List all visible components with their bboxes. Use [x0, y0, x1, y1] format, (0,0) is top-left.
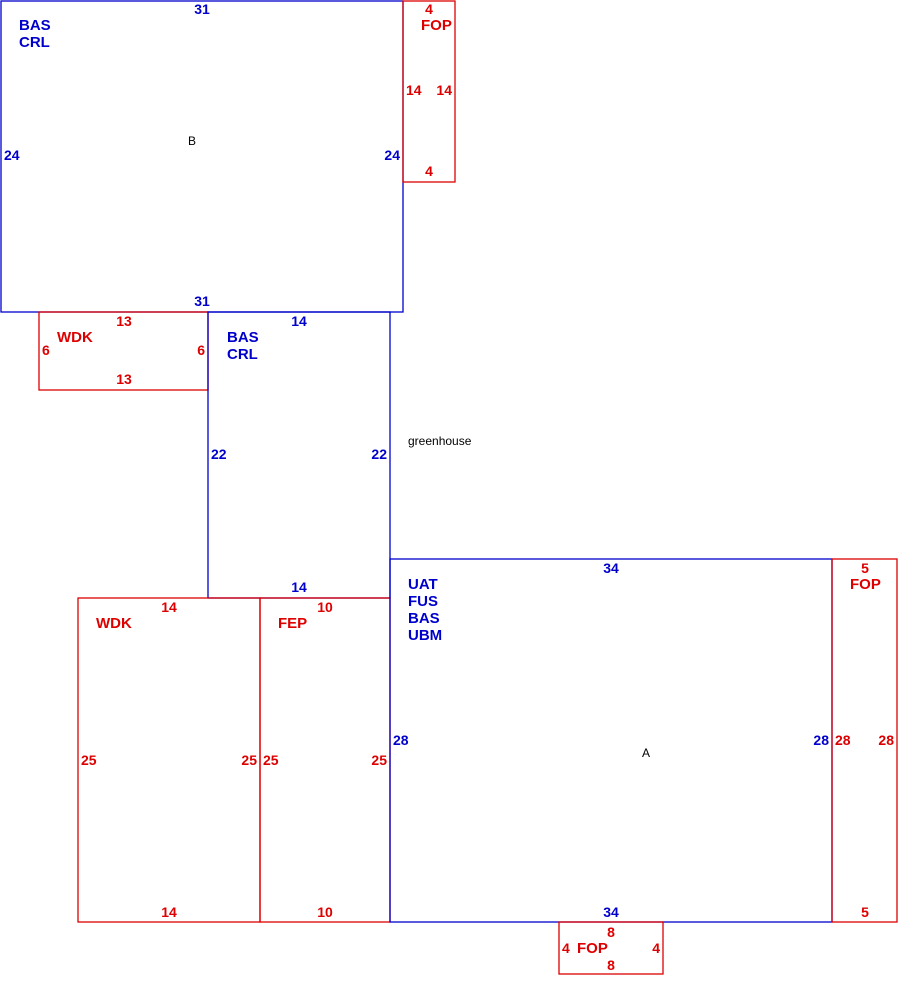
greenhouse-dim-right: 22	[371, 446, 387, 462]
building-a-dim-bottom: 34	[603, 904, 619, 920]
fop-top-dim-bottom: 4	[425, 163, 433, 179]
wdk-small-dim-right: 6	[197, 342, 205, 358]
fop-right-dim-left: 28	[835, 732, 851, 748]
building-b-code-1: BAS	[19, 17, 51, 34]
building-a-label: A	[642, 746, 650, 760]
fop-right-code: FOP	[850, 576, 881, 593]
fop-bottom-dim-right: 4	[652, 940, 660, 956]
fep-dim-right: 25	[371, 752, 387, 768]
fop-right-outline	[831, 558, 898, 923]
greenhouse-label: greenhouse	[408, 434, 472, 448]
fop-bottom-code: FOP	[577, 940, 608, 957]
greenhouse-code-2: CRL	[227, 346, 258, 363]
building-b-label: B	[188, 134, 196, 148]
fop-bottom-dim-bottom: 8	[607, 957, 615, 973]
building-b-dim-bottom: 31	[194, 293, 210, 309]
building-a-code-3: BAS	[408, 610, 440, 627]
building-b-dim-right: 24	[384, 147, 400, 163]
building-a-outline	[389, 558, 833, 923]
building-a-dim-left: 28	[393, 732, 409, 748]
wdk-large-dim-right: 25	[241, 752, 257, 768]
building-b-code-2: CRL	[19, 34, 50, 51]
building-a-code-4: UBM	[408, 627, 442, 644]
greenhouse-code-1: BAS	[227, 329, 259, 346]
wdk-large-dim-bottom: 14	[161, 904, 177, 920]
building-a-dim-top: 34	[603, 560, 619, 576]
fop-top-dim-top: 4	[425, 1, 433, 17]
building-a-dim-right: 28	[813, 732, 829, 748]
building-b-outline	[0, 0, 404, 313]
wdk-large-dim-top: 14	[161, 599, 177, 615]
fep-dim-top: 10	[317, 599, 333, 615]
wdk-small-dim-top: 13	[116, 313, 132, 329]
greenhouse-dim-left: 22	[211, 446, 227, 462]
fop-top-dim-left: 14	[406, 82, 422, 98]
building-b-dim-left: 24	[4, 147, 20, 163]
wdk-large-dim-left: 25	[81, 752, 97, 768]
wdk-small-code: WDK	[57, 329, 93, 346]
building-b-dim-top: 31	[194, 1, 210, 17]
fep-dim-left: 25	[263, 752, 279, 768]
fop-top-outline	[402, 0, 456, 183]
fop-bottom-outline	[558, 921, 664, 975]
building-a-code-2: FUS	[408, 593, 438, 610]
wdk-large-outline	[77, 597, 261, 923]
wdk-large-code: WDK	[96, 615, 132, 632]
greenhouse-dim-bottom: 14	[291, 579, 307, 595]
fop-right-dim-right: 28	[878, 732, 894, 748]
fop-right-dim-bottom: 5	[861, 904, 869, 920]
fep-code: FEP	[278, 615, 307, 632]
wdk-small-dim-left: 6	[42, 342, 50, 358]
fop-top-code: FOP	[421, 17, 452, 34]
fop-right-dim-top: 5	[861, 560, 869, 576]
fop-bottom-dim-left: 4	[562, 940, 570, 956]
wdk-small-dim-bottom: 13	[116, 371, 132, 387]
fop-bottom-dim-top: 8	[607, 924, 615, 940]
building-a-code-1: UAT	[408, 576, 438, 593]
fep-dim-bottom: 10	[317, 904, 333, 920]
greenhouse-dim-top: 14	[291, 313, 307, 329]
fop-top-dim-right: 14	[436, 82, 452, 98]
